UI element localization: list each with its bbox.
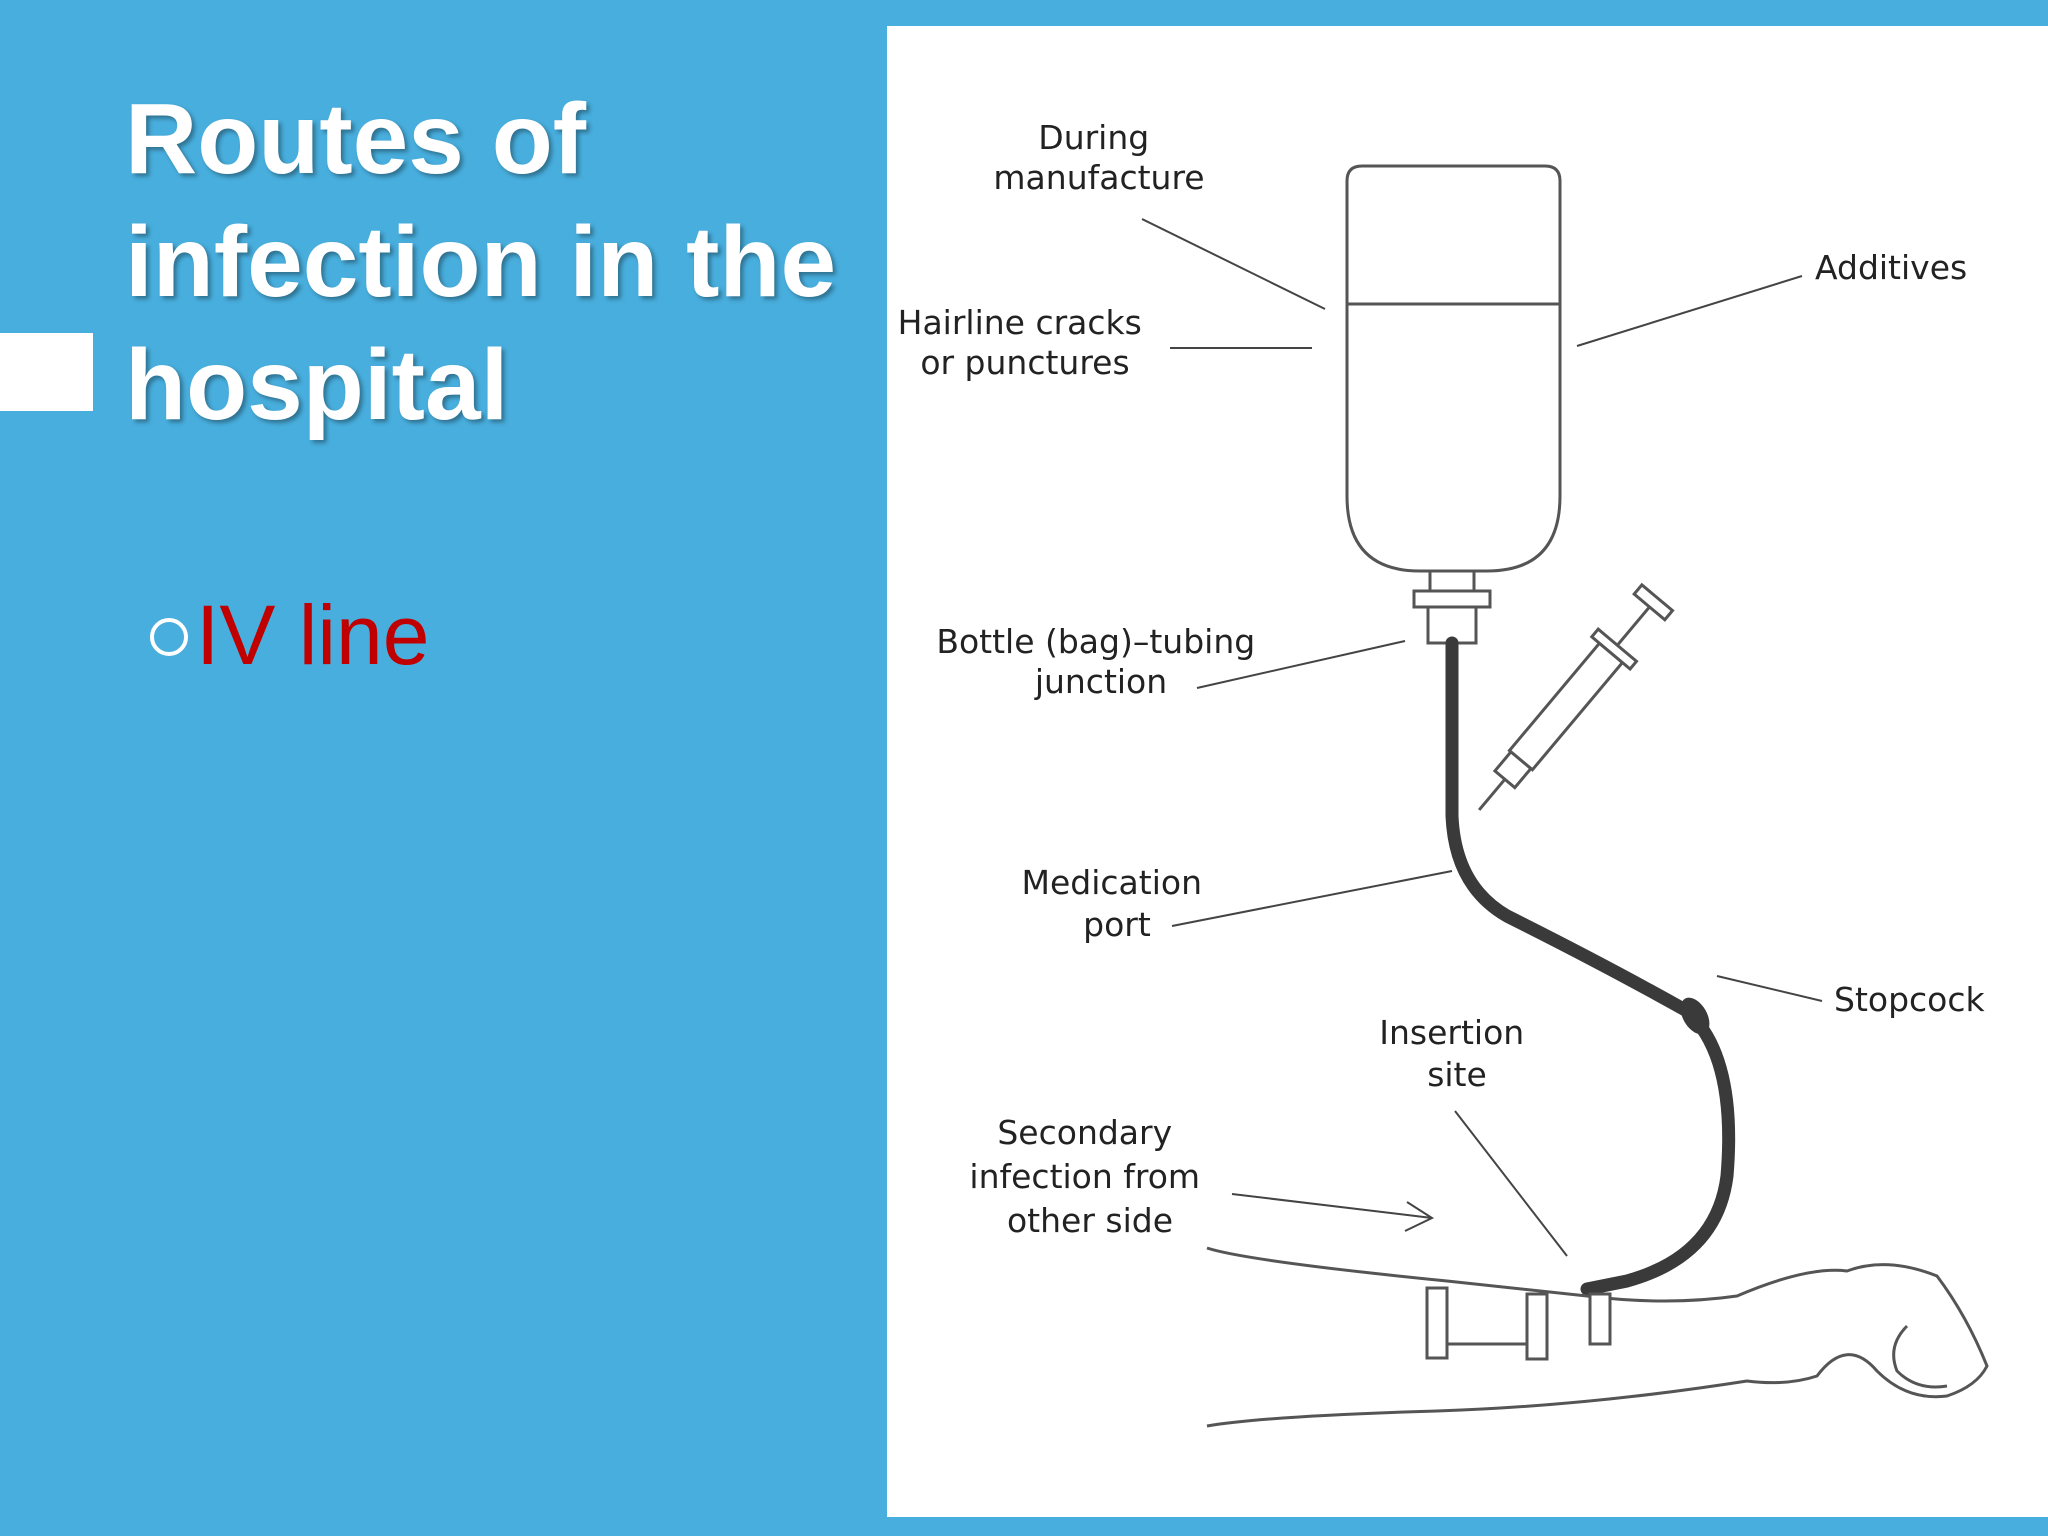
leader-line	[1141, 218, 1326, 310]
label-during-manufacture: During manufacture	[993, 118, 1204, 197]
syringe-icon	[1478, 582, 1675, 811]
arm-icon	[1206, 1246, 1989, 1428]
label-additives: Additives	[1815, 248, 1967, 287]
arrow-line	[1231, 1193, 1433, 1219]
thumb-icon	[1892, 1324, 1948, 1389]
iv-diagram-svg: During manufacture Hairline cracks or pu…	[898, 118, 1989, 1428]
iv-tubing-icon	[1445, 636, 1736, 1296]
iv-bag-icon	[1345, 164, 1562, 573]
label-secondary-infection: Secondary infection from other side	[969, 1113, 1210, 1240]
label-medication-port: Medication port	[1022, 863, 1213, 944]
iv-line-diagram: During manufacture Hairline cracks or pu…	[887, 26, 2048, 1517]
tape-strip-icon	[1425, 1286, 1449, 1360]
leader-line	[1196, 640, 1406, 689]
arrow-head-icon	[1404, 1201, 1435, 1232]
stopcock-icon	[1680, 997, 1710, 1035]
bag-neck-icon	[1412, 589, 1492, 609]
tape-strip-icon	[1588, 1292, 1612, 1346]
bullet-text: IV line	[196, 588, 430, 682]
bullet-item: IV line	[150, 585, 429, 685]
leader-line	[1454, 1110, 1568, 1257]
label-hairline-cracks: Hairline cracks or punctures	[898, 303, 1153, 382]
label-stopcock: Stopcock	[1834, 980, 1986, 1019]
bullet-list: IV line	[150, 585, 429, 685]
leader-line	[1171, 870, 1453, 927]
label-insertion-site: Insertion site	[1379, 1013, 1534, 1094]
leader-line	[1576, 275, 1803, 347]
circle-bullet-icon	[150, 618, 188, 656]
slide-title: Routes of infection in the hospital	[125, 83, 837, 441]
leader-line	[1716, 975, 1823, 1002]
accent-bar	[0, 333, 93, 411]
bag-connector-icon	[1428, 569, 1476, 593]
label-bottle-tubing-junction: Bottle (bag)–tubing junction	[936, 622, 1265, 701]
tape-strip-icon	[1525, 1292, 1549, 1361]
